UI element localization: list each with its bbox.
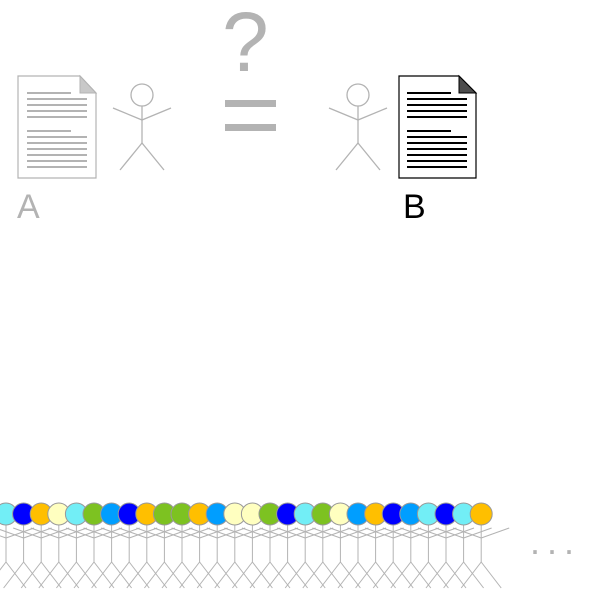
crowd-person-head-28	[469, 502, 493, 526]
crowd-person-26	[417, 525, 475, 589]
crowd-person-22	[347, 525, 404, 589]
ellipsis: ...	[530, 521, 582, 562]
crowd-person-19	[294, 525, 351, 589]
crowd-person-3	[13, 525, 70, 589]
crowd-person-17	[259, 525, 316, 589]
crowd-person-28	[453, 525, 510, 589]
crowd-person-27	[435, 525, 492, 589]
crowd-person-20	[312, 525, 369, 589]
document-b-icon	[398, 74, 478, 179]
crowd-person-14	[206, 525, 263, 589]
document-a-icon	[17, 74, 98, 179]
crowd-person-24	[382, 525, 439, 589]
crowd-person-9	[118, 525, 175, 589]
crowd-person-6	[65, 525, 123, 589]
crowd-person-16	[241, 525, 299, 589]
crowd-person-2	[0, 525, 52, 589]
crowd-person-10	[136, 525, 193, 589]
equals-sign-icon	[225, 100, 276, 131]
crowd-person-25	[400, 525, 457, 589]
question-mark: ?	[222, 0, 269, 89]
person-b-icon	[328, 83, 388, 171]
crowd-person-1	[0, 525, 35, 589]
person-a-icon	[112, 83, 172, 171]
crowd-person-7	[83, 525, 140, 589]
crowd-person-11	[153, 525, 211, 589]
crowd-person-21	[329, 525, 387, 589]
crowd-person-4	[30, 525, 87, 589]
crowd-of-stick-figures	[0, 502, 510, 589]
document-b-label: B	[403, 188, 426, 226]
crowd-person-5	[48, 525, 105, 589]
crowd-person-18	[277, 525, 334, 589]
document-a-label: A	[17, 188, 40, 226]
crowd-person-23	[365, 525, 422, 589]
crowd-person-15	[224, 525, 281, 589]
crowd-person-13	[189, 525, 246, 589]
crowd-person-8	[101, 525, 158, 589]
crowd-person-12	[171, 525, 228, 589]
